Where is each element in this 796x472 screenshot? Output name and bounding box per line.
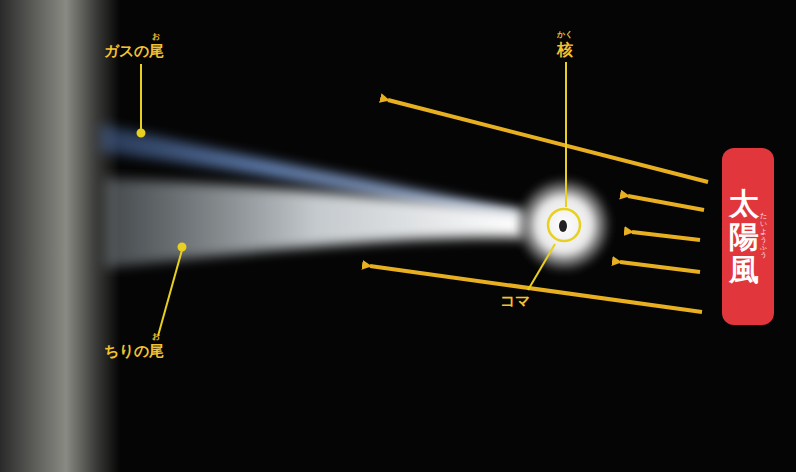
- part-label: コマ: [500, 294, 530, 309]
- tail-label: ちりの尾: [104, 344, 164, 359]
- ruby-text: かく: [557, 31, 573, 39]
- tail-label: ガスの尾: [104, 44, 164, 59]
- box-title: 太陽風: [729, 187, 759, 286]
- ruby-text: お: [152, 333, 160, 341]
- solar-wind-box: 太陽風たいようふう: [722, 148, 774, 325]
- ruby-text: お: [152, 33, 160, 41]
- ruby-text: たいようふう: [760, 213, 767, 259]
- part-label: 核: [557, 42, 573, 58]
